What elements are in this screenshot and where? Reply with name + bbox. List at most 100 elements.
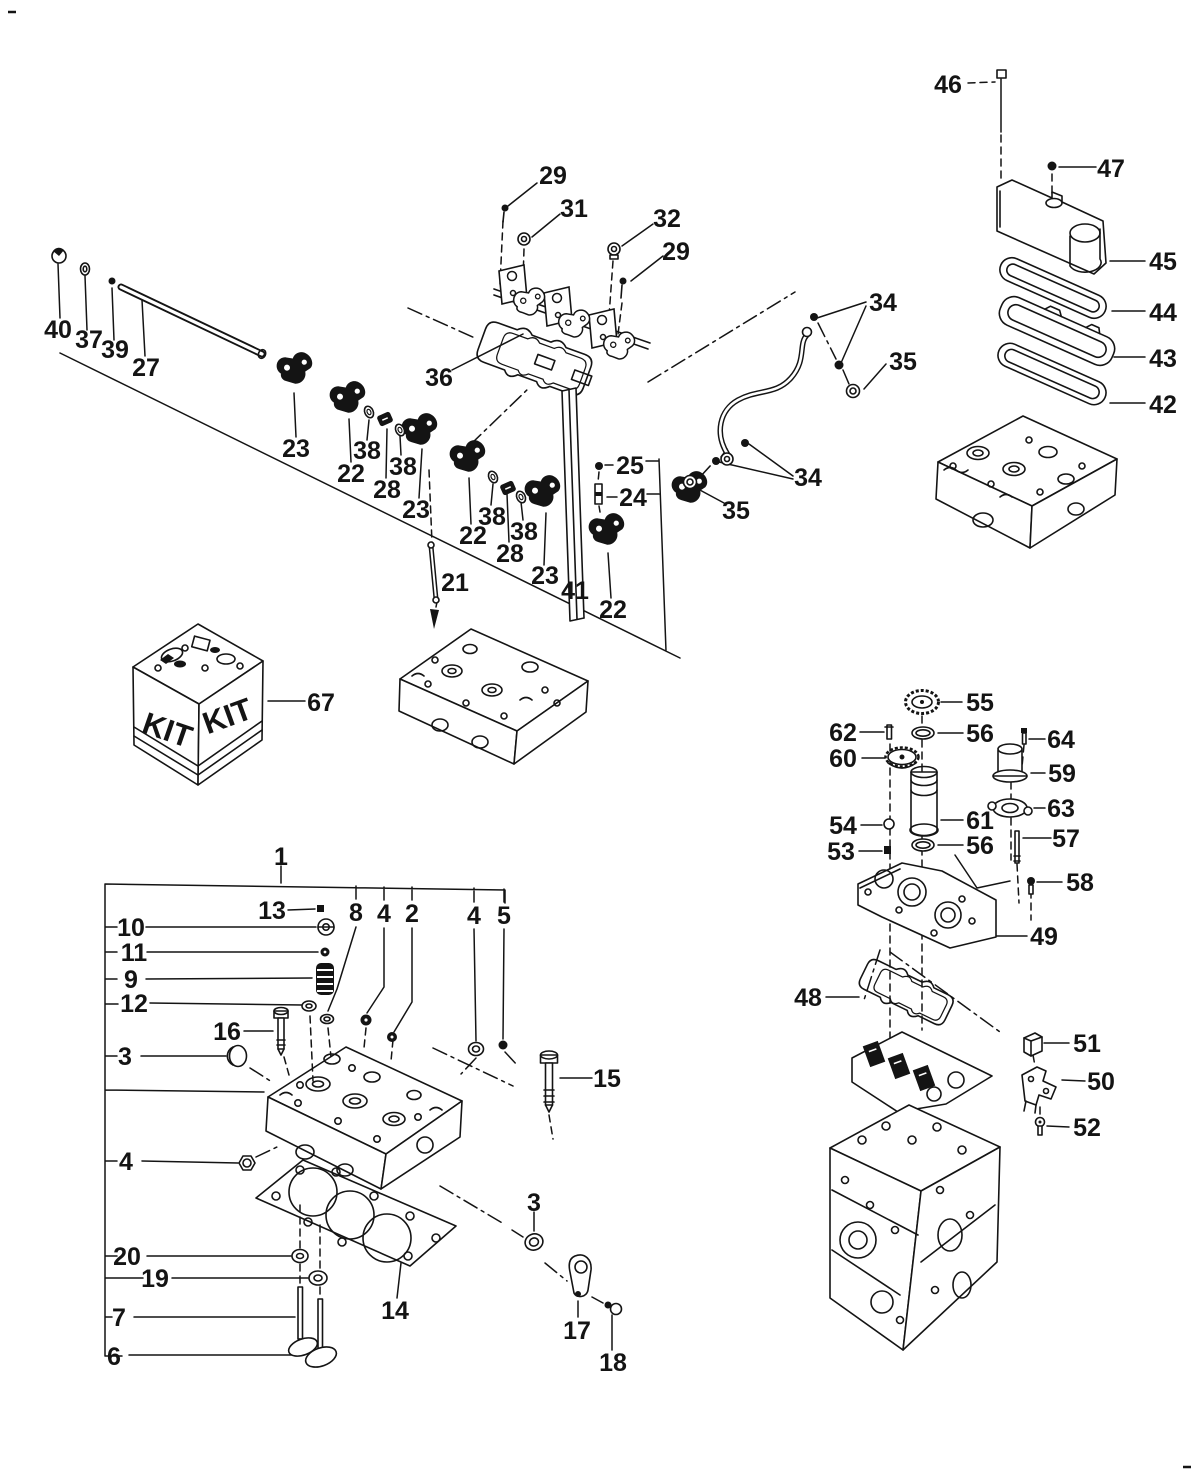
rocker-cover-49 bbox=[857, 862, 997, 949]
callout-35: 35 bbox=[722, 497, 750, 525]
callout-51: 51 bbox=[1073, 1030, 1101, 1058]
callout-43: 43 bbox=[1149, 345, 1177, 373]
banjo-bolt-35 bbox=[682, 474, 698, 490]
callout-48: 48 bbox=[794, 984, 822, 1012]
o-ring-56b bbox=[911, 838, 935, 852]
nut-washer-32 bbox=[607, 242, 621, 260]
bolt-25 bbox=[595, 462, 603, 470]
callout-53: 53 bbox=[827, 838, 855, 866]
rocker-arm-22 bbox=[585, 508, 631, 550]
callout-9: 9 bbox=[124, 966, 138, 994]
stud-2 bbox=[387, 1032, 397, 1042]
callout-40: 40 bbox=[44, 316, 72, 344]
bolt-58 bbox=[1027, 877, 1035, 895]
callout-52: 52 bbox=[1073, 1114, 1101, 1142]
callout-34: 34 bbox=[794, 464, 822, 492]
callout-34: 34 bbox=[869, 289, 897, 317]
spring-retainer-13 bbox=[317, 905, 324, 912]
head-bolt-15 bbox=[539, 1050, 559, 1113]
bolt-64 bbox=[1021, 728, 1027, 745]
callout-44: 44 bbox=[1149, 299, 1177, 327]
spring-53 bbox=[884, 846, 891, 854]
callout-32: 32 bbox=[653, 205, 681, 233]
rocker-shaft-27 bbox=[117, 283, 267, 360]
callout-55: 55 bbox=[966, 689, 994, 717]
cover-gasket-44 bbox=[999, 256, 1107, 320]
callout-23: 23 bbox=[402, 496, 430, 524]
callout-62: 62 bbox=[829, 719, 857, 747]
rocker-shaft-assembly bbox=[493, 264, 651, 365]
washer-38 bbox=[485, 469, 501, 485]
callout-57: 57 bbox=[1052, 825, 1080, 853]
callout-54: 54 bbox=[829, 812, 857, 840]
page-corner-marks bbox=[8, 10, 1191, 1469]
callout-19: 19 bbox=[141, 1265, 169, 1293]
callout-22: 22 bbox=[337, 460, 365, 488]
cover-lower-43 bbox=[998, 295, 1116, 367]
callout-6: 6 bbox=[107, 1343, 121, 1371]
callout-58: 58 bbox=[1066, 869, 1094, 897]
callout-38: 38 bbox=[510, 518, 538, 546]
callout-61: 61 bbox=[966, 807, 994, 835]
cylinder-head-top-right bbox=[935, 415, 1118, 549]
plug-5 bbox=[498, 1040, 508, 1050]
spring-seat-12 bbox=[301, 1000, 317, 1012]
cover-gasket-42 bbox=[997, 342, 1107, 406]
callout-3: 3 bbox=[527, 1189, 541, 1217]
callout-11: 11 bbox=[121, 939, 148, 967]
filler-tube-61 bbox=[909, 765, 939, 837]
callout-28: 28 bbox=[373, 476, 401, 504]
oil-delivery-pipe bbox=[717, 326, 813, 466]
washer-8 bbox=[319, 1013, 335, 1025]
cover-screw-47 bbox=[1047, 161, 1057, 171]
pipe-fitting-34 bbox=[741, 439, 749, 447]
callout-4: 4 bbox=[467, 902, 481, 930]
callout-31: 31 bbox=[560, 195, 588, 223]
screw-52 bbox=[1034, 1116, 1046, 1136]
cylinder-head-middle bbox=[398, 628, 589, 765]
callout-4: 4 bbox=[119, 1148, 133, 1176]
cover-gasket-48 bbox=[858, 958, 954, 1026]
kit-box-67: KIT KIT bbox=[132, 623, 264, 786]
callout-38: 38 bbox=[478, 503, 506, 531]
callout-13: 13 bbox=[258, 897, 286, 925]
rocker-assembly-on-head bbox=[851, 1031, 993, 1113]
stud-24 bbox=[594, 483, 603, 505]
callout-38: 38 bbox=[353, 437, 381, 465]
callout-23: 23 bbox=[282, 435, 310, 463]
callout-42: 42 bbox=[1149, 391, 1177, 419]
rocker-arm-22 bbox=[446, 435, 492, 477]
pin-62 bbox=[884, 724, 894, 740]
callout-56: 56 bbox=[966, 720, 994, 748]
callout-10: 10 bbox=[117, 914, 145, 942]
rocker-arm-23 bbox=[398, 408, 444, 450]
callout-59: 59 bbox=[1048, 760, 1076, 788]
valve-spring-kit bbox=[226, 905, 508, 1171]
callout-50: 50 bbox=[1087, 1068, 1115, 1096]
callout-36: 36 bbox=[425, 364, 453, 392]
breather-body-59 bbox=[992, 743, 1028, 783]
callout-1: 1 bbox=[274, 843, 288, 871]
callout-29: 29 bbox=[662, 238, 690, 266]
callout-41: 41 bbox=[561, 577, 589, 605]
washer-38 bbox=[361, 404, 377, 420]
valve-7 bbox=[287, 1286, 319, 1357]
nut-4b bbox=[360, 1014, 372, 1026]
cup-plug-3b bbox=[524, 1233, 544, 1251]
callout-46: 46 bbox=[934, 71, 962, 99]
callout-17: 17 bbox=[563, 1317, 591, 1345]
callout-29: 29 bbox=[539, 162, 567, 190]
callout-39: 39 bbox=[101, 336, 129, 364]
bracket-50 bbox=[1021, 1066, 1057, 1114]
callout-21: 21 bbox=[441, 569, 469, 597]
callout-5: 5 bbox=[497, 902, 511, 930]
callout-2: 2 bbox=[405, 900, 419, 928]
stud-bolt-29b bbox=[619, 277, 627, 299]
lifting-eye-17 bbox=[568, 1254, 592, 1298]
oil-pipe-41 bbox=[561, 387, 585, 622]
rocker-arm-23 bbox=[521, 470, 567, 512]
callout-7: 7 bbox=[112, 1304, 126, 1332]
pipe-fitting-34 bbox=[810, 313, 818, 321]
callout-4: 4 bbox=[377, 900, 391, 928]
